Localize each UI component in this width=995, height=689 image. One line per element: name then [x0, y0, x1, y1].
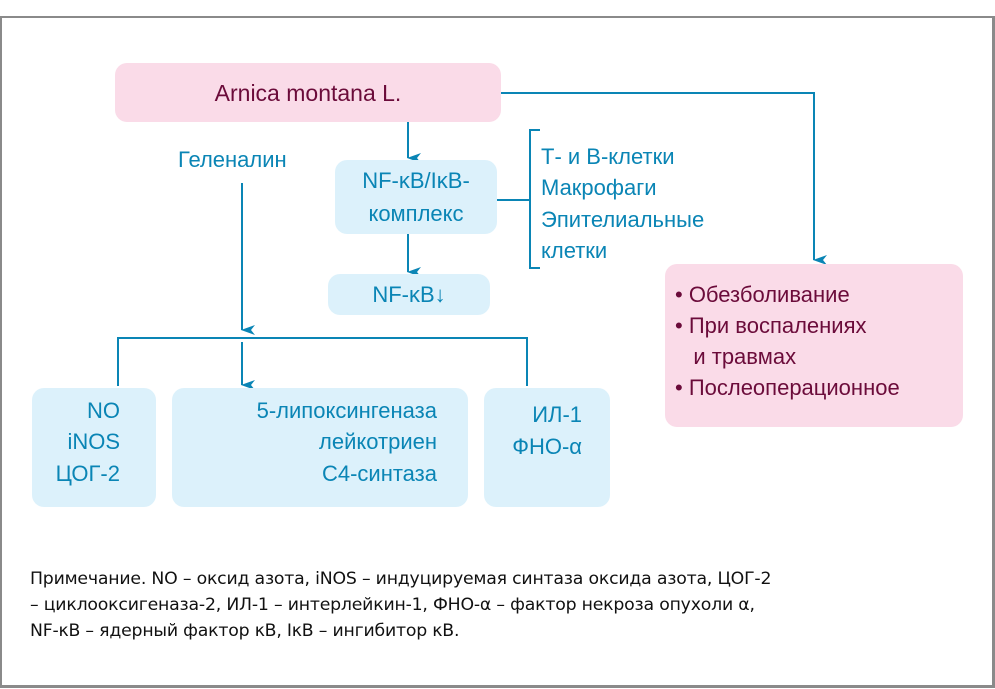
source-node-label: Arnica montana L. [214, 80, 402, 106]
target-node-no: NO iNOS ЦОГ-2 [32, 388, 156, 507]
target-line: iNOS [67, 429, 120, 454]
note-line: Примечание. NO – оксид азота, iNOS – инд… [30, 569, 772, 589]
nfkb-complex-node: NF-κB/IκB- комплекс [335, 160, 497, 234]
cell-type-item: клетки [541, 238, 608, 263]
nfkb-complex-line2: комплекс [368, 201, 464, 226]
target-line: ЦОГ-2 [55, 461, 120, 486]
nfkb-down-node: NF-κB↓ [328, 274, 490, 315]
figure-note: Примечание. NO – оксид азота, iNOS – инд… [30, 566, 970, 644]
target-line: С4-синтаза [321, 461, 437, 486]
effect-item: и травмах [675, 344, 797, 369]
effect-item: • При воспалениях [675, 313, 867, 338]
target-node-lipoxygenase: 5-липоксингеназа лейкотриен С4-синтаза [172, 388, 468, 507]
nfkb-complex-line1: NF-κB/IκB- [362, 168, 470, 193]
target-line: ИЛ-1 [532, 402, 582, 427]
effects-node: • Обезболивание • При воспалениях и трав… [665, 264, 963, 427]
effect-item: • Обезболивание [675, 282, 850, 307]
target-line: 5-липоксингеназа [256, 398, 437, 423]
target-line: NO [87, 398, 120, 423]
source-node-arnica: Arnica montana L. [115, 63, 501, 122]
note-line: – циклооксигеназа-2, ИЛ-1 – интерлейкин-… [30, 595, 755, 615]
note-line: NF-κB – ядерный фактор κB, IκB – ингибит… [30, 621, 460, 641]
cell-type-item: Макрофаги [541, 175, 657, 200]
cell-type-item: Т- и В-клетки [541, 144, 675, 169]
target-node-cytokines: ИЛ-1 ФНО-α [484, 388, 610, 507]
target-line: лейкотриен [319, 429, 437, 454]
cell-type-item: Эпителиальные [541, 207, 705, 232]
geleenalin-label: Геленалин [178, 147, 287, 172]
nfkb-down-label: NF-κB↓ [372, 282, 446, 307]
effect-item: • Послеоперационное [675, 375, 900, 400]
target-line: ФНО-α [512, 434, 582, 459]
